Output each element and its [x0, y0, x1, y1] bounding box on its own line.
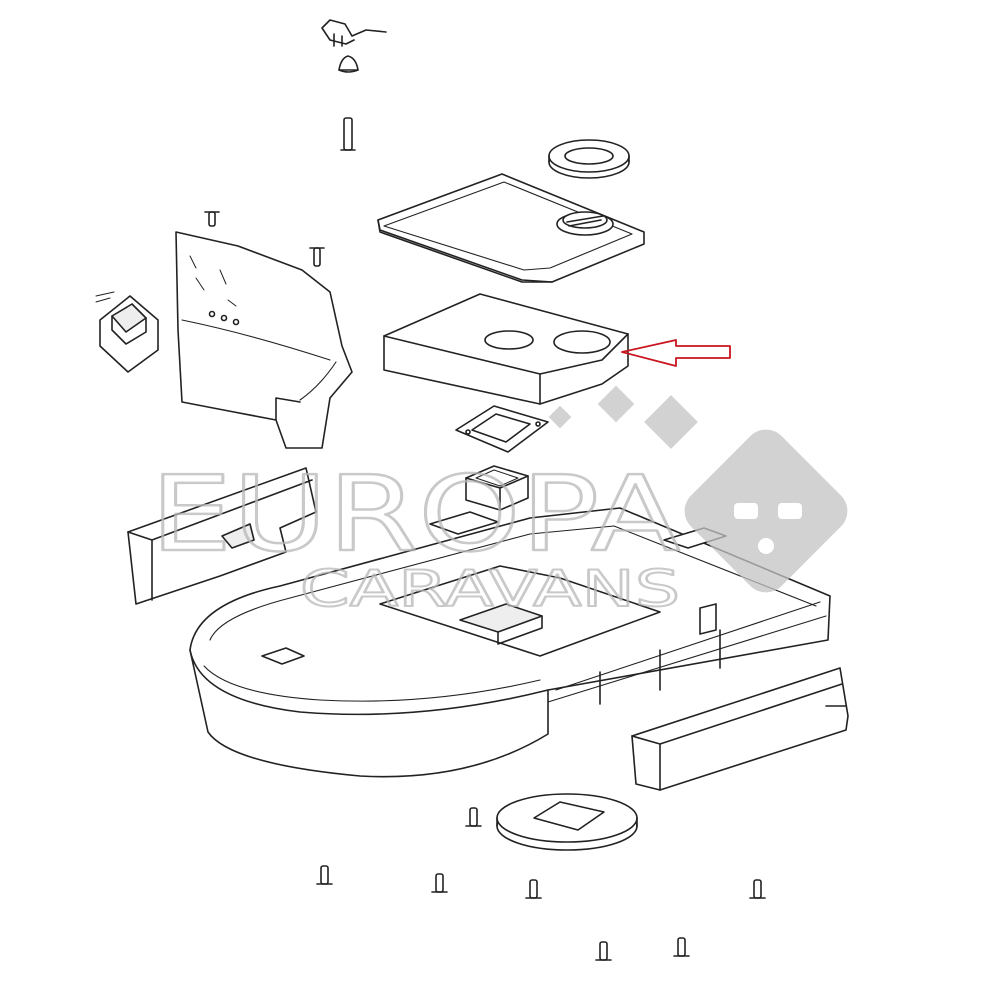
top-bracket-part: [321, 19, 387, 47]
screw-bottom-4: [525, 879, 542, 899]
watermark-line1: EUROPA: [150, 453, 680, 575]
screw-left-1: [204, 211, 220, 227]
cover-plate-part: [377, 173, 645, 283]
watermark: EUROPA CARAVANS: [149, 385, 848, 619]
insulation-block-left: [127, 467, 317, 605]
screw-bottom-6: [595, 941, 612, 961]
screw-bottom-1: [465, 807, 482, 827]
watermark-line2: CARAVANS: [300, 560, 680, 618]
coupling-part: [465, 465, 529, 511]
screw-bottom-3: [431, 873, 448, 893]
filter-pad-part: [383, 293, 629, 405]
callout-arrow: [621, 339, 731, 367]
connector-part: [95, 291, 159, 373]
cap-nut-part: [338, 55, 359, 73]
ring-seal-part: [548, 139, 630, 179]
screw-left-2: [309, 247, 325, 267]
side-shield-part: [175, 231, 353, 449]
base-tray-part: [189, 507, 831, 778]
screw-bottom-5: [749, 879, 766, 899]
bottom-gasket-part: [496, 793, 638, 851]
insulation-block-right: [631, 667, 849, 791]
screw-bottom-2: [316, 865, 333, 885]
gasket-plate-part: [455, 405, 549, 453]
screw-bottom-7: [673, 937, 690, 957]
screw-top: [340, 117, 356, 151]
